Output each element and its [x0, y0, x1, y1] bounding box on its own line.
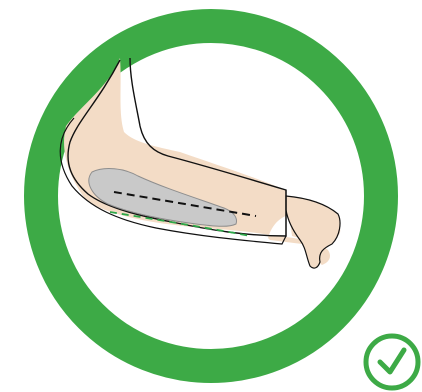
arm-illustration-group	[60, 58, 340, 268]
hand	[286, 196, 340, 268]
checkmark-circle-icon	[366, 336, 418, 388]
